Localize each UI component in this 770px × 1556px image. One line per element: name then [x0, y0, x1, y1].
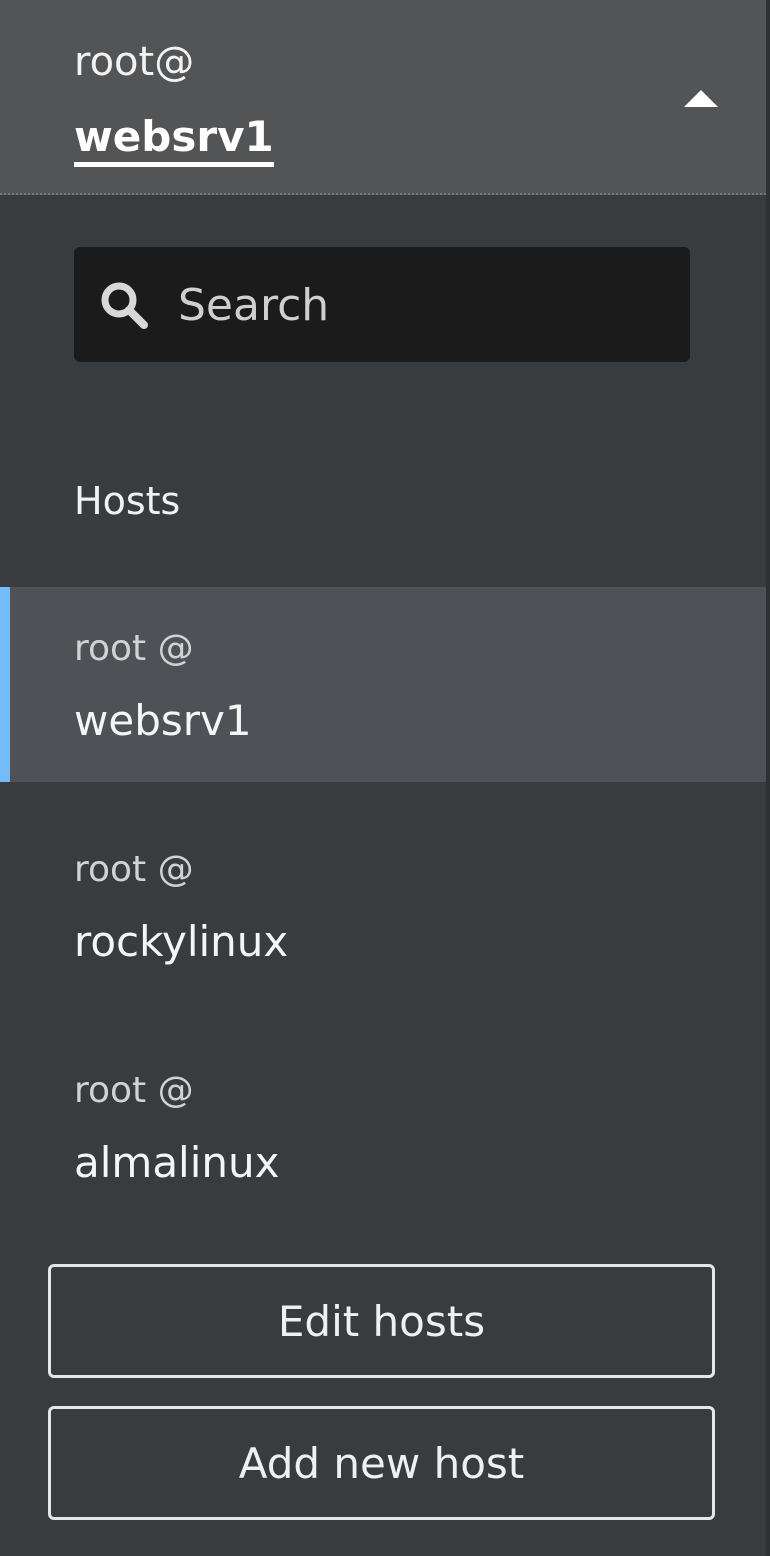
host-search-box	[74, 247, 690, 362]
edit-hosts-button[interactable]: Edit hosts	[48, 1264, 715, 1378]
host-item-user: root @	[74, 849, 194, 890]
host-item-user: root @	[74, 628, 194, 669]
hosts-section-title: Hosts	[74, 479, 181, 523]
host-item-name: rockylinux	[74, 917, 289, 966]
host-item-name: almalinux	[74, 1138, 280, 1187]
current-host-label: websrv1	[74, 112, 274, 167]
caret-up-icon	[684, 90, 718, 107]
host-item-almalinux[interactable]: root @ almalinux	[0, 1029, 766, 1224]
add-new-host-button[interactable]: Add new host	[48, 1406, 715, 1520]
current-user-label: root@	[74, 39, 195, 85]
host-item-websrv1[interactable]: root @ websrv1	[0, 587, 766, 782]
host-item-rockylinux[interactable]: root @ rockylinux	[0, 808, 766, 1003]
search-icon	[101, 282, 148, 329]
search-input[interactable]	[176, 273, 660, 337]
host-item-user: root @	[74, 1070, 194, 1111]
host-item-name: websrv1	[74, 696, 252, 745]
host-switcher-toggle[interactable]: root@ websrv1	[0, 0, 766, 195]
